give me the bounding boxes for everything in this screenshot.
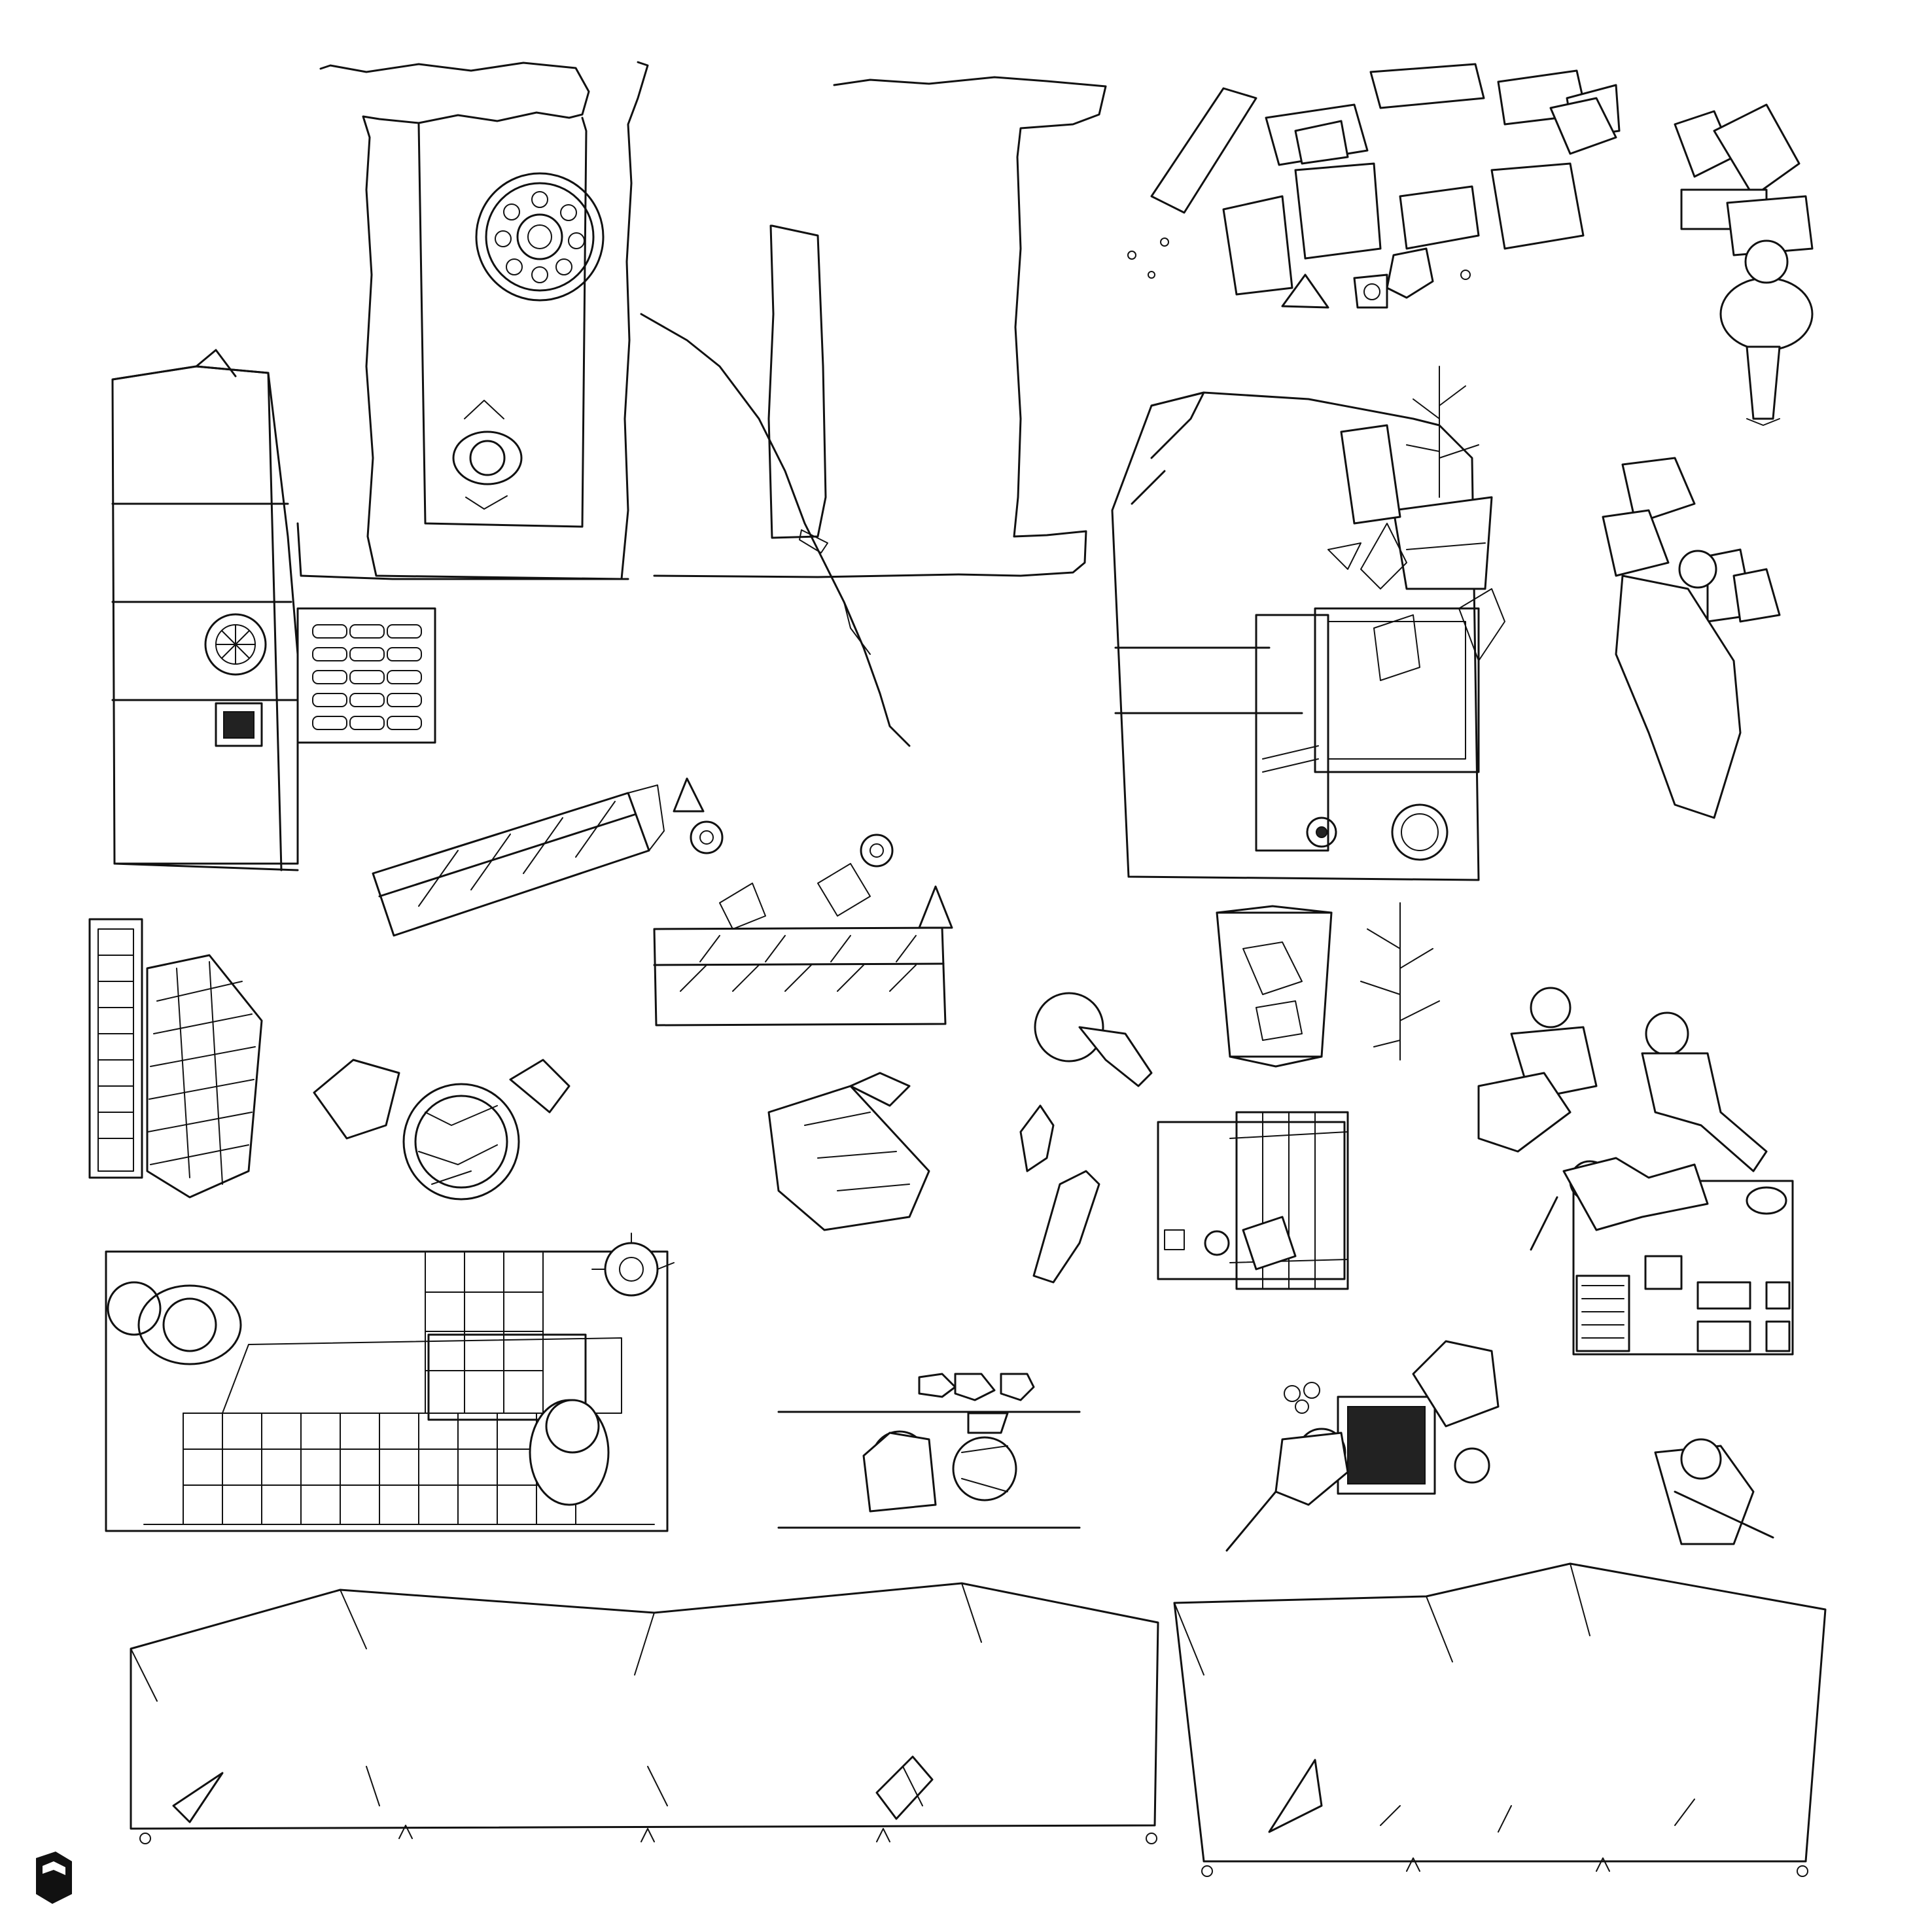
brick-paving-and-trench-drain: [88, 918, 263, 1199]
manhole-cover-icon: [475, 172, 605, 302]
storm-drain-grate: [296, 607, 436, 744]
ruined-wall-with-manhole: [296, 61, 1107, 747]
person-with-grate-and-bag: [1225, 1340, 1500, 1552]
tarp-tent-left: [130, 1582, 1159, 1844]
cube-logo-icon: [36, 1852, 72, 1904]
fire-hydrant-icon: [591, 1233, 675, 1297]
stray-dogs-and-debris: [767, 992, 1153, 1284]
person-on-bench: [1654, 1438, 1774, 1545]
tiled-pavement-with-people: [105, 1233, 675, 1532]
vendor-table-and-person: [1530, 1157, 1794, 1356]
debris-and-trash-bin: [313, 1059, 571, 1201]
concrete-rubble-pile: [1127, 63, 1621, 309]
wooden-crate: [1157, 1111, 1349, 1290]
vehicle-cab-left: [111, 349, 299, 871]
vehicle-cab-right-with-plants: [1111, 366, 1505, 881]
person-with-bundles: [1602, 457, 1781, 819]
person-carrying-boxes: [1674, 103, 1814, 426]
people-sitting-and-walking: [1477, 987, 1768, 1172]
person-topdown-icon: [107, 1281, 242, 1365]
open-cardboard-box-with-plant: [1216, 902, 1440, 1068]
fallen-jersey-barriers: [372, 777, 953, 1027]
clothesline-and-person: [777, 1373, 1081, 1529]
person-topdown-icon: [452, 400, 523, 510]
person-topdown-icon: [529, 1399, 610, 1506]
tarp-tent-right: [1173, 1562, 1827, 1877]
